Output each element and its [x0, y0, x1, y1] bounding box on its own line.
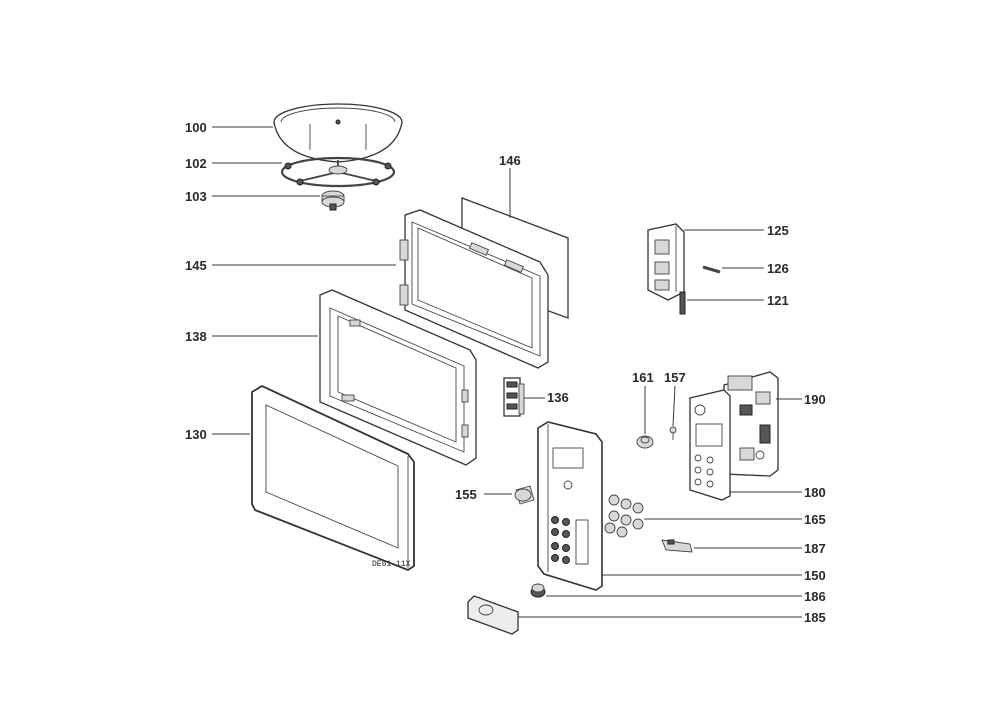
leader-lines	[212, 126, 802, 618]
callout-145: 145	[185, 258, 207, 273]
part-130-door-outer-panel: DE61-11X	[251, 384, 415, 572]
part-125-switch-holder	[647, 223, 685, 301]
callout-150: 150	[804, 568, 826, 583]
callout-146: 146	[499, 153, 521, 168]
part-180-tact-board	[689, 389, 731, 501]
callout-187: 187	[804, 541, 826, 556]
part-145-inner-door-frame	[399, 209, 549, 369]
part-103-coupler	[321, 190, 345, 211]
callout-103: 103	[185, 189, 207, 204]
callout-155: 155	[455, 487, 477, 502]
callout-157: 157	[664, 370, 686, 385]
part-150-control-panel	[537, 421, 603, 591]
callout-138: 138	[185, 329, 207, 344]
callout-100: 100	[185, 120, 207, 135]
callout-186: 186	[804, 589, 826, 604]
part-138-door-frame	[319, 289, 477, 466]
part-185-knob-cover	[467, 595, 519, 635]
part-102-roller-ring	[280, 156, 396, 188]
part-126-spring-lever	[702, 265, 721, 274]
callout-126: 126	[767, 261, 789, 276]
part-161-knob	[636, 435, 654, 449]
part-121-micro-switch	[679, 291, 686, 315]
callout-165: 165	[804, 512, 826, 527]
part-100-turntable-tray	[273, 103, 403, 163]
callout-161: 161	[632, 370, 654, 385]
callout-102: 102	[185, 156, 207, 171]
callout-125: 125	[767, 223, 789, 238]
door-serial-mark: DE61-11X	[372, 560, 411, 569]
callout-labels: 100 102 103 145 138 130 146 136 155 125 …	[185, 120, 826, 625]
callout-136: 136	[547, 390, 569, 405]
part-157-screw	[669, 426, 677, 440]
part-155-door-button	[514, 485, 535, 505]
part-190-pcb-assembly	[723, 371, 779, 477]
callout-130: 130	[185, 427, 207, 442]
part-187-lever	[661, 539, 693, 553]
leader-157	[672, 385, 676, 427]
part-165-button-set	[604, 494, 644, 538]
callout-180: 180	[804, 485, 826, 500]
part-186-spring	[530, 583, 546, 598]
callout-190: 190	[804, 392, 826, 407]
callout-185: 185	[804, 610, 826, 625]
part-136-latch-hook	[503, 377, 525, 417]
callout-121: 121	[767, 293, 789, 308]
